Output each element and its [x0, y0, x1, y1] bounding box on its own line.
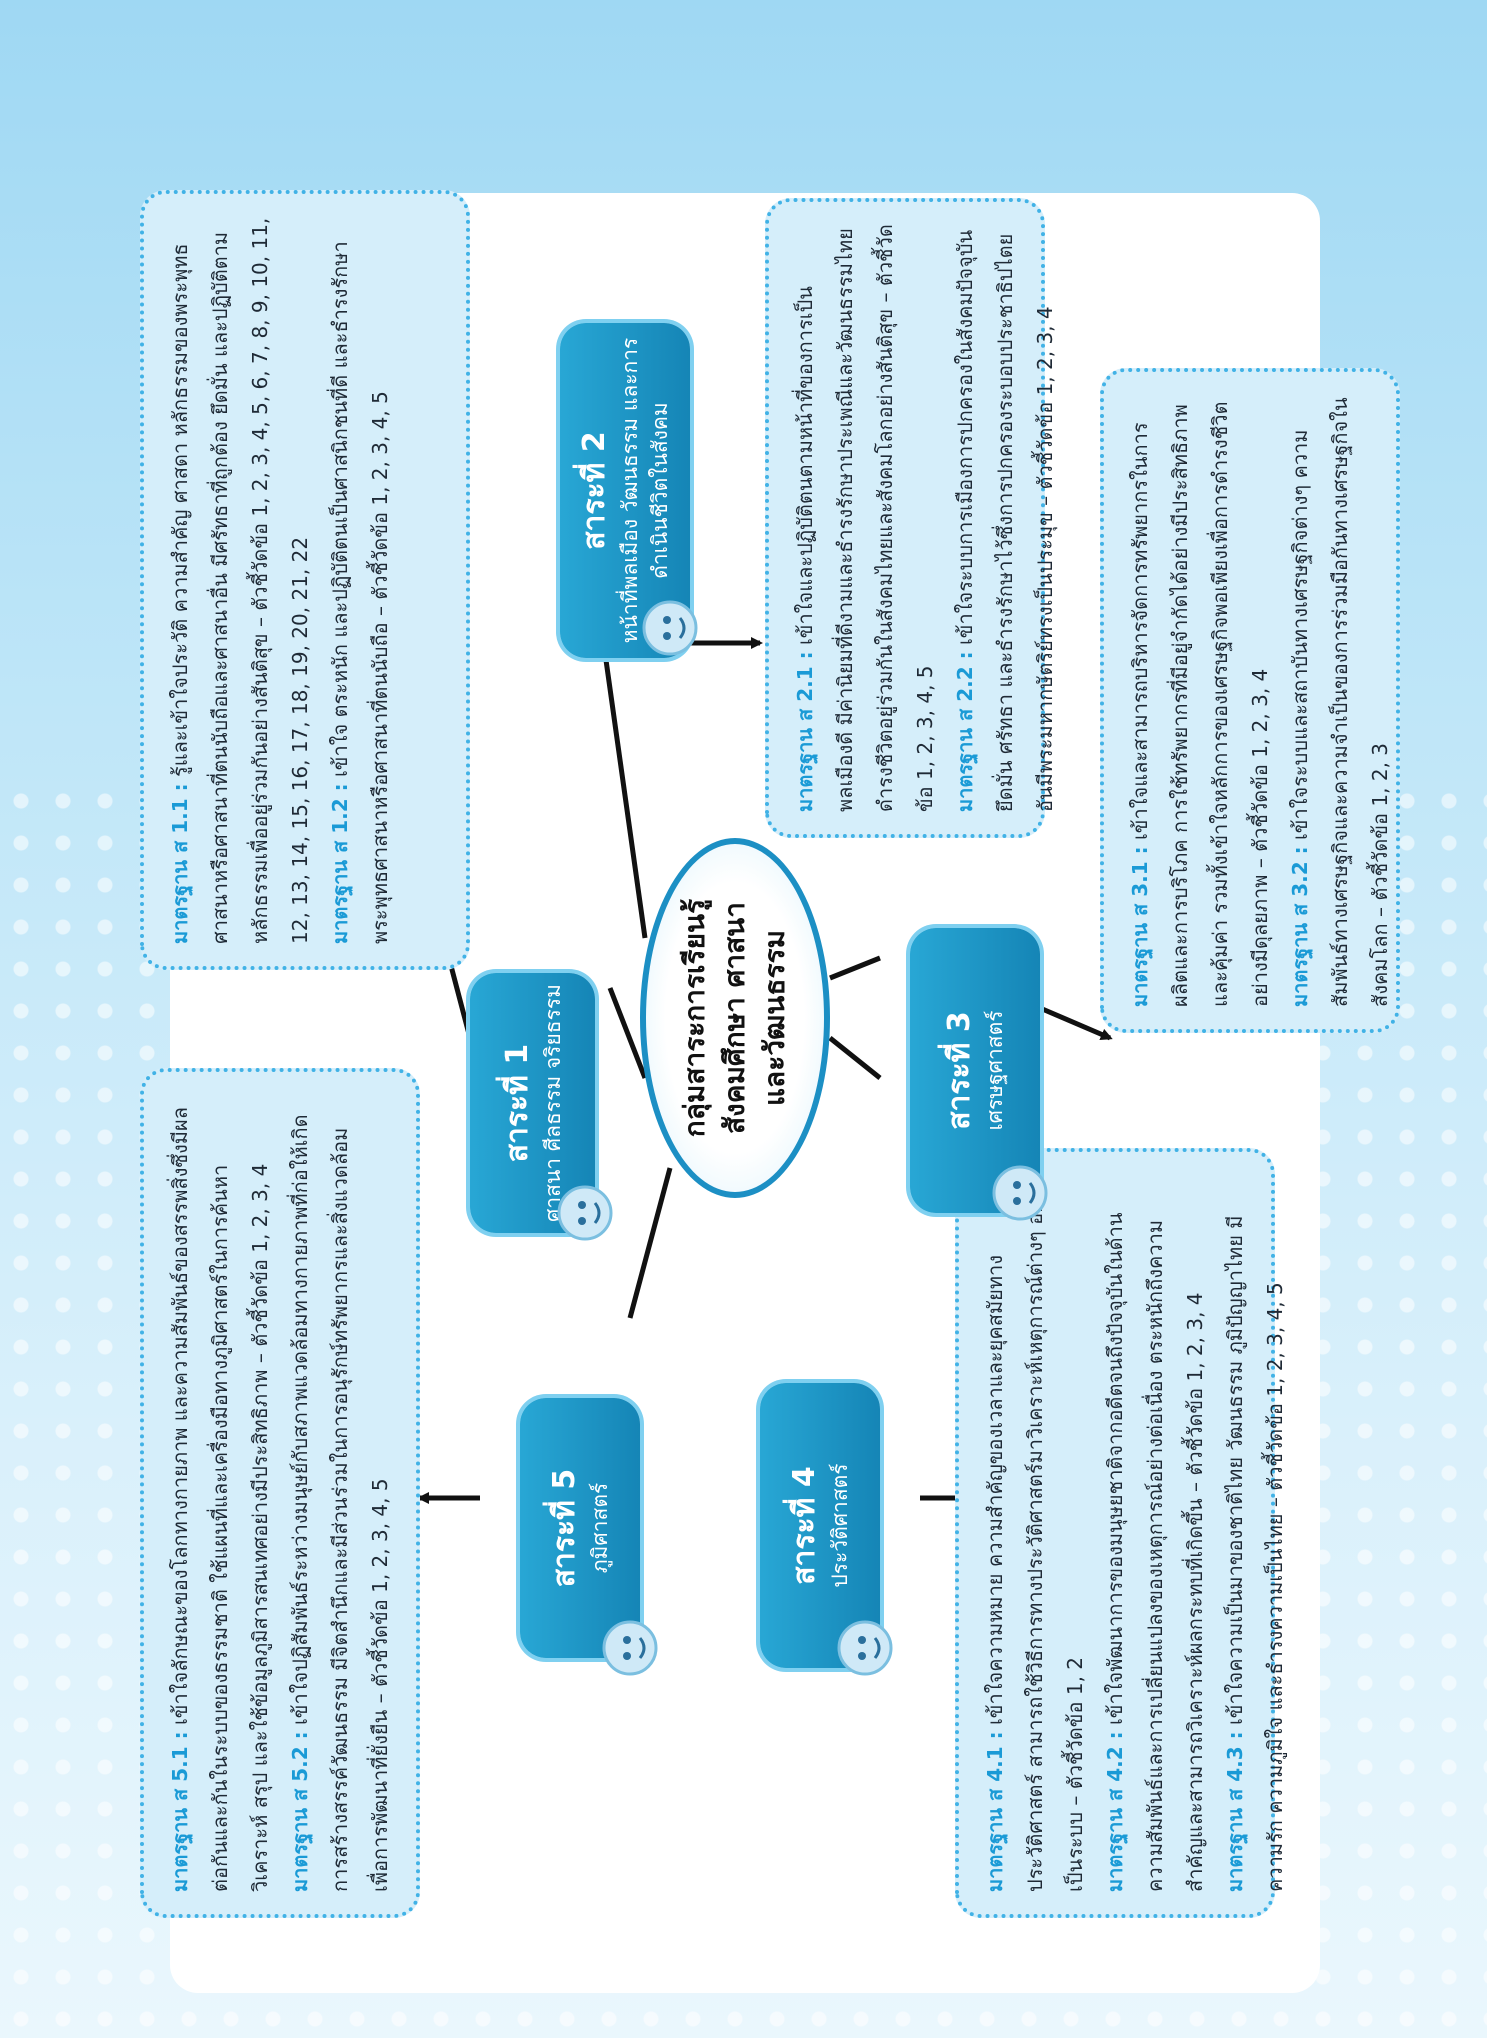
standard-label: มาตรฐาน ส 5.1 : — [168, 1731, 192, 1892]
line-center-to-strand-4 — [828, 1036, 882, 1080]
standard-label: มาตรฐาน ส 3.1 : — [1128, 846, 1152, 1007]
center-line-2: สังคมศึกษา ศาสนา — [718, 901, 751, 1135]
standard-label: มาตรฐาน ส 1.1 : — [168, 783, 192, 944]
standard-box-strand-3: มาตรฐาน ส 3.1 : เข้าใจและสามารถบริหารจัด… — [1100, 368, 1400, 1033]
line-center-to-strand-5 — [627, 1167, 673, 1319]
mascot-icon — [642, 600, 698, 656]
strand-title: สาระที่ 1 — [499, 1043, 535, 1163]
standard-box-strand-2: มาตรฐาน ส 2.1 : เข้าใจและปฏิบัติตนตามหน้… — [765, 198, 1057, 838]
standard-label: มาตรฐาน ส 2.1 : — [793, 651, 817, 812]
line-center-to-strand-2 — [602, 652, 648, 939]
mascot-icon — [557, 1185, 613, 1241]
line-center-to-strand-3 — [829, 955, 881, 981]
standard-label: มาตรฐาน ส 5.2 : — [288, 1731, 312, 1892]
strand-title: สาระที่ 2 — [577, 431, 612, 550]
strand-title: สาระที่ 3 — [942, 1011, 977, 1130]
standard-label: มาตรฐาน ส 2.2 : — [953, 651, 977, 812]
mascot-icon — [992, 1165, 1048, 1221]
arrow-strand-3 — [1039, 1005, 1113, 1041]
center-topic: กลุ่มสาระการเรียนรู้ สังคมศึกษา ศาสนา แล… — [640, 838, 830, 1198]
line-center-to-strand-1 — [607, 987, 648, 1079]
standard-label: มาตรฐาน ส 1.2 : — [328, 783, 352, 944]
standard-label: มาตรฐาน ส 3.2 : — [1288, 846, 1312, 1007]
standard-label: มาตรฐาน ส 4.2 : — [1103, 1731, 1127, 1892]
standard-label: มาตรฐาน ส 4.3 : — [1223, 1731, 1247, 1892]
strand-title: สาระที่ 5 — [547, 1468, 582, 1588]
mascot-icon — [837, 1620, 893, 1676]
standard-box-strand-5: มาตรฐาน ส 5.1 : เข้าใจลักษณะของโลกทางกาย… — [140, 1068, 420, 1918]
standard-label: มาตรฐาน ส 4.1 : — [983, 1731, 1007, 1892]
strand-title: สาระที่ 4 — [787, 1466, 822, 1585]
center-line-3: และวัฒนธรรม — [758, 929, 791, 1107]
center-line-1: กลุ่มสาระการเรียนรู้ — [678, 898, 711, 1138]
standard-box-strand-4: มาตรฐาน ส 4.1 : เข้าใจความหมาย ความสำคัญ… — [955, 1148, 1287, 1918]
mascot-icon — [602, 1620, 658, 1676]
standard-box-strand-1: มาตรฐาน ส 1.1 : รู้และเข้าใจประวัติ ความ… — [140, 190, 470, 970]
